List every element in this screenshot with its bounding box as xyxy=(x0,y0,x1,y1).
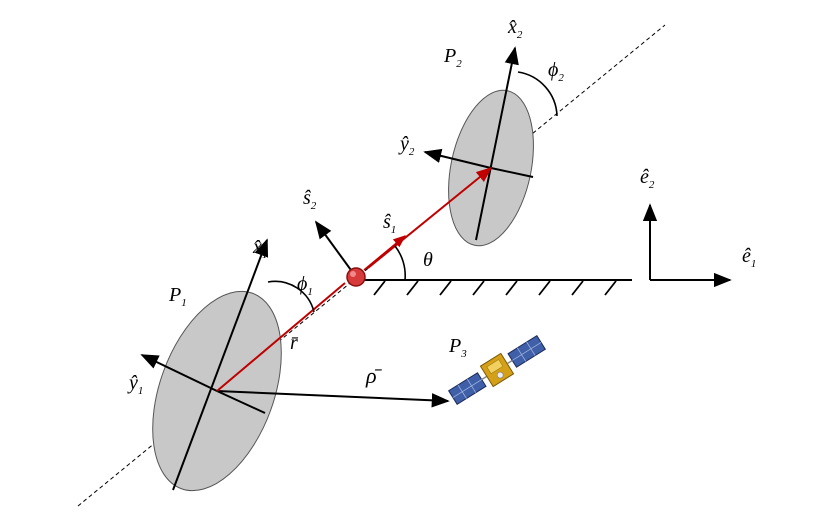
label-e2: ê2 xyxy=(640,166,655,191)
p1-y-axis-tail xyxy=(216,390,266,414)
p1-y-axis-arrow xyxy=(140,354,218,392)
phi2-arc xyxy=(517,71,558,117)
label-x1: x̂1 xyxy=(252,236,267,261)
label-x2: x̂2 xyxy=(507,16,523,41)
label-e1: ê1 xyxy=(742,245,756,270)
p2-y-axis-tail xyxy=(490,167,534,178)
p2-x-axis xyxy=(475,46,519,241)
ground-hatch xyxy=(373,280,617,296)
label-y1: ŷ1 xyxy=(127,372,143,397)
label-P1: P1 xyxy=(168,284,187,309)
label-rho: ρ̄ xyxy=(365,363,383,388)
s2-axis xyxy=(314,220,357,278)
pivot-joint xyxy=(346,267,366,287)
satellite-icon xyxy=(447,334,547,406)
rho-vector xyxy=(216,390,450,408)
p1-x-axis xyxy=(172,238,269,491)
r-vector-lower xyxy=(216,282,346,392)
label-P3: P3 xyxy=(448,335,467,360)
pivot-joint-highlight xyxy=(350,271,356,277)
p2-y-axis-arrow xyxy=(423,148,492,169)
r-vector-upper xyxy=(367,166,493,269)
s1-unit-arrow xyxy=(363,235,406,271)
label-r: r̄ xyxy=(290,332,298,354)
label-s2: ŝ2 xyxy=(303,187,317,212)
label-phi1: ϕ1 xyxy=(297,273,313,298)
label-s1: ŝ1 xyxy=(383,211,396,236)
label-y2: ŷ2 xyxy=(398,133,415,158)
theta-arc xyxy=(394,245,406,281)
label-phi2: ϕ2 xyxy=(548,59,564,84)
phi1-arc xyxy=(267,280,315,313)
label-P2: P2 xyxy=(443,45,462,70)
label-theta: θ xyxy=(423,249,433,271)
